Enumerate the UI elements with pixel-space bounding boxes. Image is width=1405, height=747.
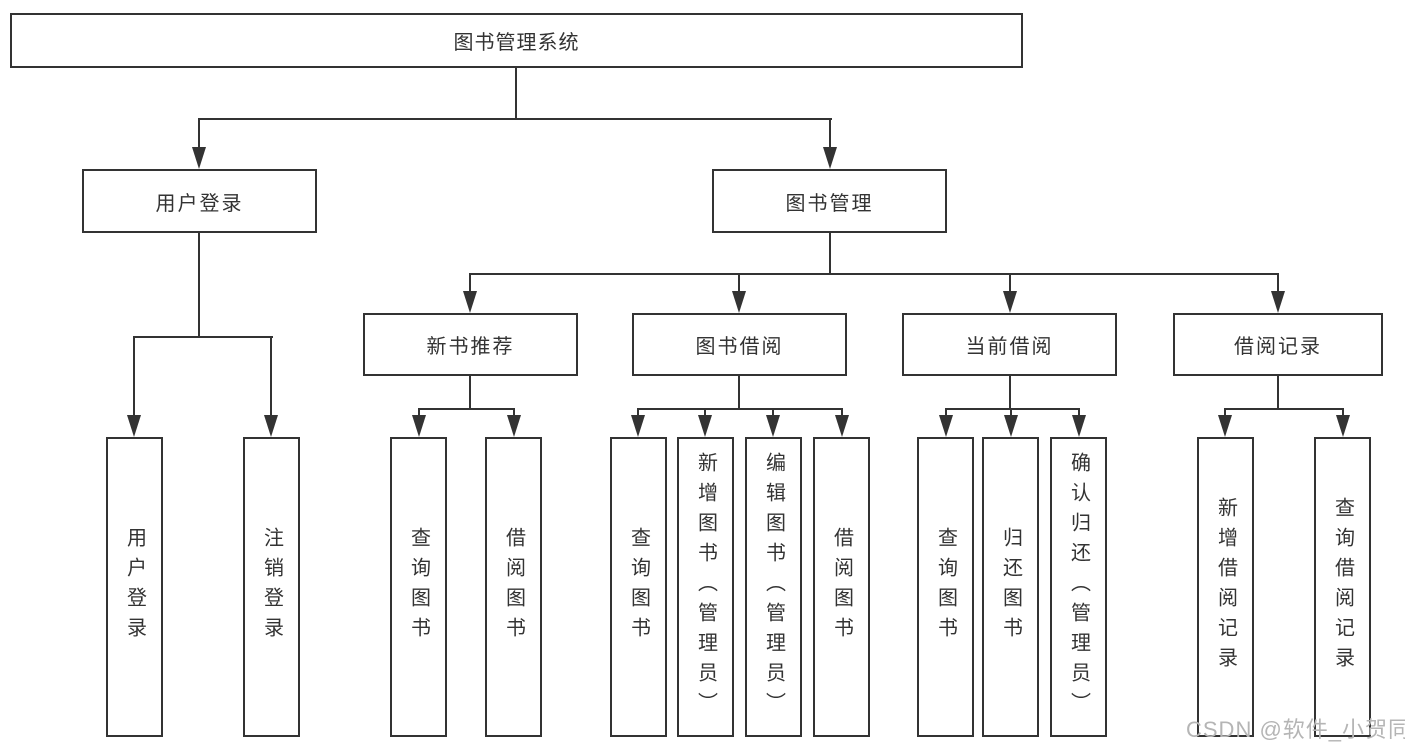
leaf-label: 借阅图书	[830, 527, 853, 647]
arrow-down-icon	[1218, 415, 1232, 437]
connector-vline	[637, 408, 639, 418]
leaf-label: 查询图书	[627, 527, 650, 647]
connector-vline	[469, 273, 471, 295]
connector-vline	[1224, 408, 1226, 418]
node-user-login: 用户登录	[82, 169, 317, 233]
node-book-management: 图书管理	[712, 169, 947, 233]
arrow-down-icon	[766, 415, 780, 437]
connector-vline	[133, 336, 135, 418]
connector-vline	[1342, 408, 1344, 418]
connector-vline	[829, 118, 831, 154]
connector-hline	[469, 273, 1279, 275]
leaf-label: 查询图书	[934, 527, 957, 647]
connector-vline	[704, 408, 706, 418]
leaf-label: 查询图书	[407, 527, 430, 647]
node-library-management-system: 图书管理系统	[10, 13, 1023, 68]
node-new-book-recommend: 新书推荐	[363, 313, 578, 376]
connector-vline	[1277, 273, 1279, 295]
connector-vline	[772, 408, 774, 418]
arrow-down-icon	[698, 415, 712, 437]
arrow-down-icon	[732, 291, 746, 313]
arrow-down-icon	[507, 415, 521, 437]
node-label: 图书借阅	[695, 336, 784, 358]
leaf-query-borrow-record: 查询借阅记录	[1314, 437, 1371, 737]
connector-vline	[1078, 408, 1080, 418]
connector-vline	[513, 408, 515, 418]
connector-vline	[198, 233, 200, 336]
leaf-label: 借阅图书	[502, 527, 525, 647]
connector-vline	[945, 408, 947, 418]
arrow-down-icon	[463, 291, 477, 313]
node-current-borrowing: 当前借阅	[902, 313, 1117, 376]
node-label: 图书管理系统	[453, 32, 580, 54]
leaf-label: 编辑图书（管理员）	[762, 452, 785, 722]
node-label: 当前借阅	[965, 336, 1054, 358]
leaf-query-books-recommend: 查询图书	[390, 437, 447, 737]
connector-vline	[1277, 376, 1279, 408]
leaf-label: 新增借阅记录	[1214, 497, 1237, 677]
node-label: 用户登录	[155, 192, 244, 215]
arrow-down-icon	[1072, 415, 1086, 437]
leaf-query-books-borrowing: 查询图书	[610, 437, 667, 737]
connector-vline	[841, 408, 843, 418]
leaf-confirm-return-admin: 确认归还（管理员）	[1050, 437, 1107, 737]
connector-vline	[1009, 273, 1011, 295]
connector-hline	[133, 336, 273, 338]
connector-hline	[418, 408, 515, 410]
connector-hline	[1224, 408, 1344, 410]
leaf-borrow-books-borrowing: 借阅图书	[813, 437, 870, 737]
arrow-down-icon	[823, 147, 837, 169]
leaf-add-borrow-record: 新增借阅记录	[1197, 437, 1254, 737]
connector-vline	[738, 273, 740, 295]
leaf-label: 确认归还（管理员）	[1067, 452, 1090, 722]
connector-hline	[637, 408, 843, 410]
arrow-down-icon	[264, 415, 278, 437]
connector-vline	[418, 408, 420, 418]
arrow-down-icon	[1003, 291, 1017, 313]
connector-vline	[1009, 376, 1011, 408]
leaf-return-book: 归还图书	[982, 437, 1039, 737]
connector-vline	[738, 376, 740, 408]
connector-hline	[198, 118, 832, 120]
arrow-down-icon	[1271, 291, 1285, 313]
leaf-edit-book-admin: 编辑图书（管理员）	[745, 437, 802, 737]
connector-vline	[1010, 408, 1012, 418]
arrow-down-icon	[835, 415, 849, 437]
arrow-down-icon	[939, 415, 953, 437]
node-book-borrowing: 图书借阅	[632, 313, 847, 376]
node-label: 借阅记录	[1234, 336, 1322, 358]
leaf-add-book-admin: 新增图书（管理员）	[677, 437, 734, 737]
connector-vline	[198, 118, 200, 154]
csdn-watermark: CSDN @软件_小贺同学	[1186, 717, 1405, 742]
connector-hline	[945, 408, 1080, 410]
leaf-user-login: 用户登录	[106, 437, 163, 737]
connector-vline	[270, 336, 272, 418]
connector-vline	[469, 376, 471, 408]
arrow-down-icon	[412, 415, 426, 437]
node-label: 新书推荐	[426, 336, 515, 358]
leaf-label: 查询借阅记录	[1331, 497, 1354, 677]
arrow-down-icon	[1336, 415, 1350, 437]
leaf-label: 注销登录	[260, 527, 283, 647]
connector-vline	[829, 233, 831, 273]
leaf-label: 用户登录	[123, 527, 146, 647]
leaf-borrow-books-recommend: 借阅图书	[485, 437, 542, 737]
arrow-down-icon	[127, 415, 141, 437]
arrow-down-icon	[192, 147, 206, 169]
leaf-label: 新增图书（管理员）	[694, 452, 717, 722]
node-label: 图书管理	[785, 192, 874, 215]
connector-vline	[515, 68, 517, 118]
leaf-label: 归还图书	[999, 527, 1022, 647]
arrow-down-icon	[631, 415, 645, 437]
node-borrow-records: 借阅记录	[1173, 313, 1383, 376]
leaf-logout: 注销登录	[243, 437, 300, 737]
arrow-down-icon	[1004, 415, 1018, 437]
leaf-query-books-current: 查询图书	[917, 437, 974, 737]
